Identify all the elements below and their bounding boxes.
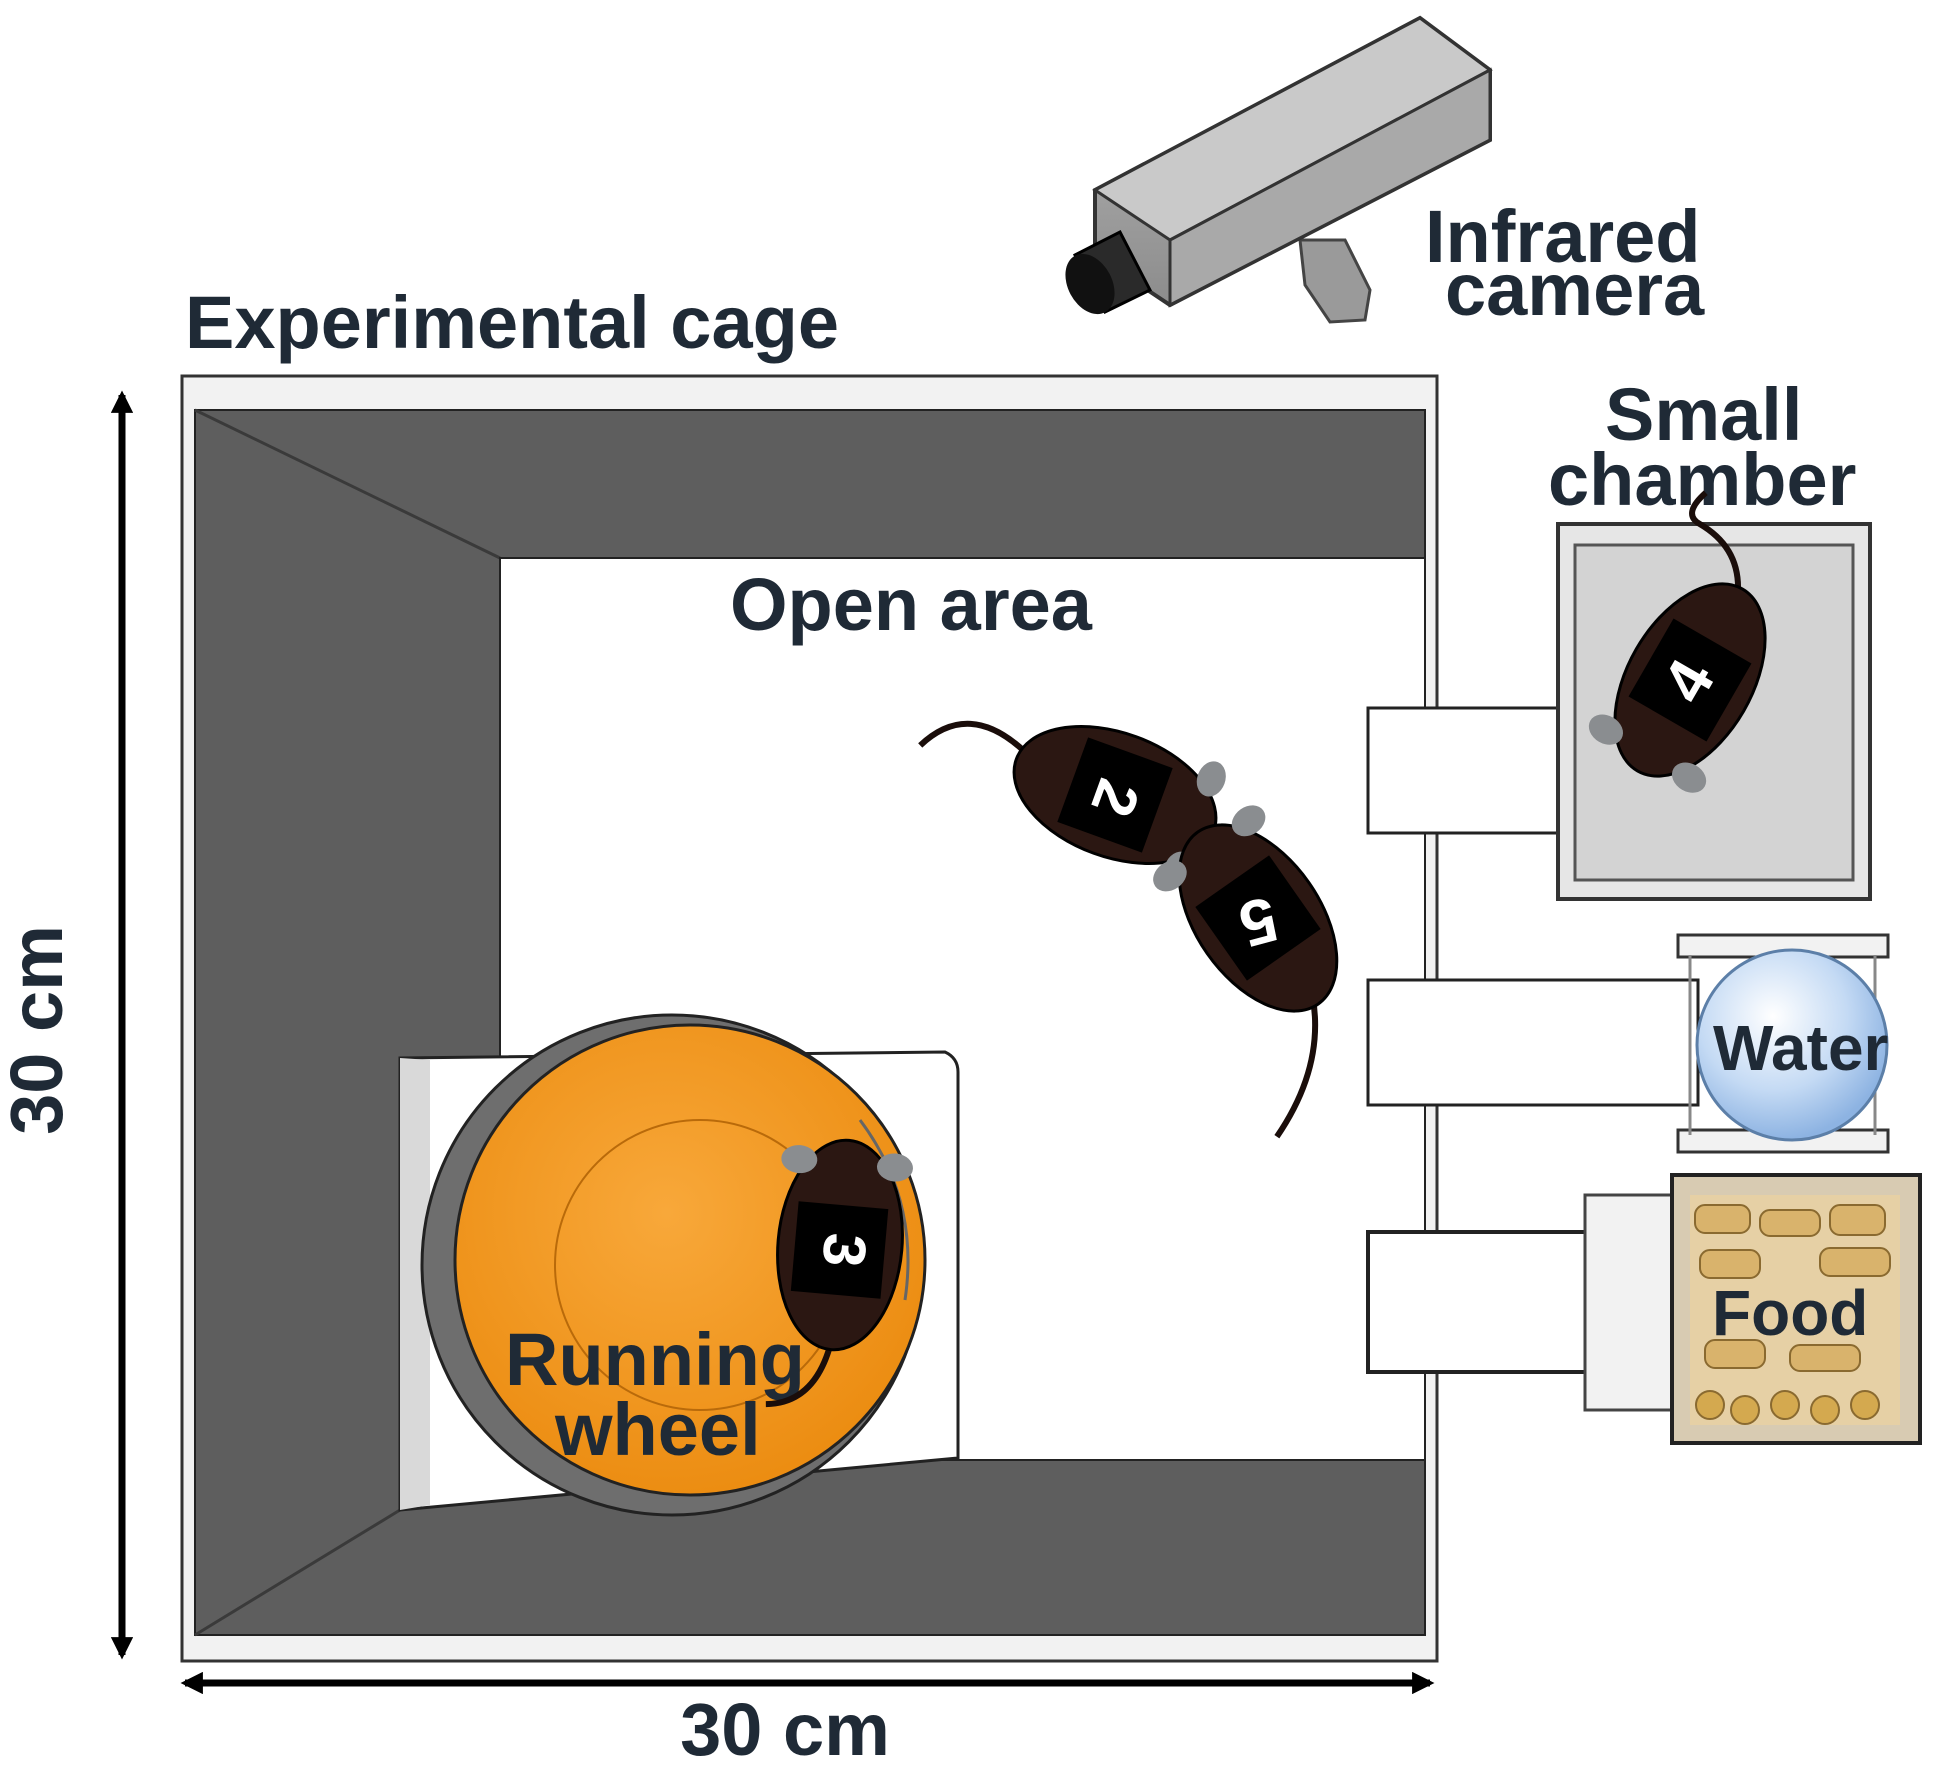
water-tube [1366, 978, 1700, 1107]
open-area-label: Open area [730, 563, 1093, 646]
water-station: Water [1366, 933, 1890, 1154]
mouse-5: 5 [1153, 805, 1339, 1139]
running-wheel: Running wheel [398, 1013, 960, 1517]
food-station: Food [1366, 1173, 1922, 1445]
infrared-camera: Infrared camera [1065, 15, 1705, 331]
dimension-vertical-label: 30 cm [0, 925, 78, 1135]
running-wheel-label-line2: wheel [554, 1388, 761, 1471]
water-label: Water [1713, 1012, 1888, 1084]
small-chamber-label-line2: chamber [1548, 438, 1856, 521]
mouse-4: 4 [1588, 490, 1767, 793]
small-chamber-label-line1: Small [1605, 373, 1802, 456]
mouse-3: 3 [765, 1138, 913, 1408]
mouse-icon [918, 720, 1226, 887]
dimension-horizontal-label: 30 cm [680, 1688, 890, 1771]
running-wheel-icon [420, 1013, 927, 1517]
mouse-2: 2 [918, 720, 1226, 887]
water-bottle-icon [1676, 933, 1890, 1154]
food-hopper-icon [1670, 1173, 1922, 1445]
tag-3-label: 3 [810, 1231, 880, 1270]
dimension-vertical: 30 cm [0, 390, 134, 1660]
small-chamber-tube [1366, 706, 1582, 835]
mouse-icon [765, 1138, 913, 1408]
mouse-icon [1153, 805, 1339, 1139]
food-label: Food [1712, 1277, 1868, 1349]
infrared-camera-label-line2: camera [1445, 248, 1705, 331]
dimension-horizontal: 30 cm [180, 1671, 1435, 1771]
food-tube [1366, 1230, 1620, 1374]
experimental-cage-label: Experimental cage [185, 281, 839, 364]
mouse-icon [1588, 490, 1767, 793]
small-chamber: Small chamber 4 [1366, 373, 1872, 901]
infrared-camera-label-line1: Infrared [1425, 195, 1701, 278]
camera-icon [1065, 15, 1493, 324]
running-wheel-label-line1: Running [505, 1318, 805, 1401]
